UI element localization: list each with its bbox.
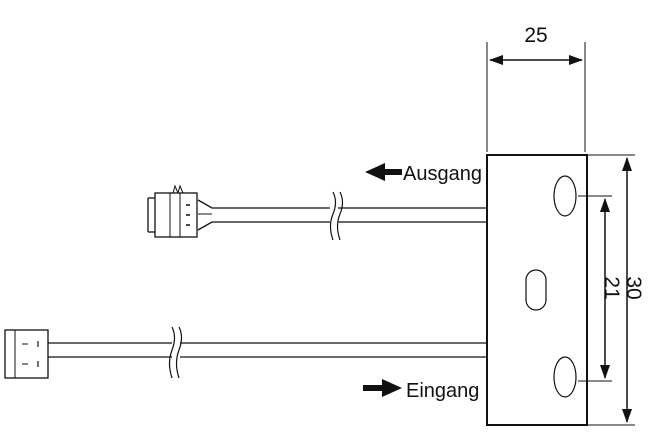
- arrow-left-icon: [365, 163, 402, 181]
- cable-break: [168, 326, 176, 379]
- output-connector: [147, 184, 198, 238]
- height-outer-label: 30: [622, 276, 645, 299]
- width-dimension: 25: [486, 24, 586, 152]
- output-label-group: Ausgang: [365, 163, 482, 185]
- cable-break: [329, 191, 337, 241]
- mounting-hole-bottom: [553, 356, 577, 398]
- center-slot: [525, 269, 547, 311]
- arrow-right-icon: [363, 379, 402, 397]
- output-label: Ausgang: [403, 163, 482, 185]
- width-label: 25: [524, 24, 547, 47]
- height-inner-label: 21: [600, 276, 623, 299]
- height-dimensions: 21 30: [578, 154, 645, 426]
- input-cable: [48, 326, 487, 379]
- input-connector: [4, 329, 49, 379]
- mounting-hole-top: [553, 175, 577, 217]
- sensor-housing: [486, 154, 588, 426]
- input-label: Eingang: [406, 380, 479, 402]
- input-label-group: Eingang: [363, 379, 479, 402]
- output-cable: [197, 191, 487, 241]
